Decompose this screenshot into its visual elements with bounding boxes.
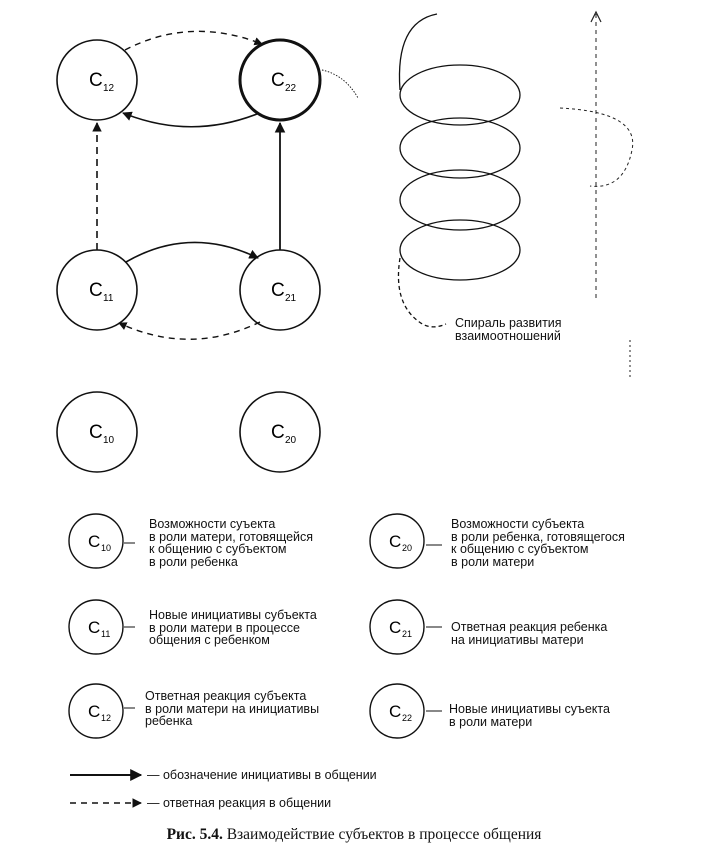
node-c12-sub: 12 [103,83,115,94]
figure-caption: Рис. 5.4. Взаимодействие субъектов в про… [0,826,708,844]
legend-text-c22: Новые инициативы суъекта в роли матери [449,703,610,728]
key-dashed-text: — ответная реакция в общении [147,796,332,810]
legend-node-c22-label: C [389,702,401,721]
legend-c22-line: Новые инициативы суъекта [449,702,610,716]
legend-c20-line: к общению с субъектом [451,542,589,556]
legend-c12-line: в роли матери на инициативы [145,701,320,716]
legend-node-c21-label: C [389,618,401,637]
legend-c22-line: в роли матери [449,714,533,729]
legend-c10-line: к общению с субъектом [149,542,287,556]
legend-node-c12: C 12 [68,683,135,739]
legend-c11-line: Новые инициативы субъекта [149,608,317,622]
spiral-label-line-1: Спираль развития [455,316,562,330]
caption-prefix: Рис. 5.4. [166,826,223,843]
node-c12-label: C [89,70,103,91]
arrow-c22-to-c12-solid [122,111,258,128]
legend-c10-line: Возможности суъекта [149,517,276,531]
spiral-label: Спираль развития взаимоотношений [455,317,562,343]
node-c21-label: C [271,280,285,301]
node-c11-sub: 11 [103,293,114,304]
key-solid-text: — обозначение инициативы в общении [147,768,377,782]
legend-text-c21: Ответная реакция ребенка на инициативы м… [451,621,607,646]
legend-node-c22-sub: 22 [402,713,412,723]
node-c22: C 22 [238,38,322,122]
legend-text-c10: Возможности суъекта в роли матери, готов… [149,518,313,568]
node-c12: C 12 [56,39,138,121]
node-c20: C 20 [239,391,321,473]
legend-node-c20-label: C [389,532,401,551]
node-c11: C 11 [56,249,138,331]
arrow-c12-to-c22-dashed [124,30,263,51]
node-c11-label: C [89,280,103,301]
legend-text-c12: Ответная реакция субъекта в роли матери … [145,690,319,728]
development-spiral [397,13,521,328]
legend-c10-line: в роли матери, готовящейся [149,529,314,544]
legend-c12-line: Ответная реакция субъекта [145,689,307,703]
legend-node-c21-sub: 21 [402,629,412,639]
legend-c21-line: на инициативы матери [451,632,584,647]
spiral-label-line-2: взаимоотношений [455,329,561,343]
node-c10-label: C [89,422,103,443]
caption-text: Взаимодействие субъектов в процессе обще… [226,826,542,843]
legend-node-c20-sub: 20 [402,543,412,553]
legend-node-c10-sub: 10 [101,543,111,553]
legend-node-c10: C 10 [68,513,135,569]
legend-c20-line: в роли матери [451,554,535,569]
arrow-c21-to-c11-dashed [118,321,261,340]
node-c20-label: C [271,422,285,443]
legend-node-c21: C 21 [369,599,442,655]
legend-node-c12-label: C [88,702,100,721]
legend-node-c11: C 11 [68,599,135,655]
arrow-c11-to-c21-solid [125,241,259,263]
spiral-axis [559,10,634,380]
legend-c10-line: в роли ребенка [149,554,238,569]
legend-c20-line: в роли ребенка, готовящегося [451,529,625,544]
node-c10: C 10 [56,391,138,473]
node-c22-sub: 22 [285,83,297,94]
legend-text-c11: Новые инициативы субъекта в роли матери … [149,609,317,647]
legend-node-c10-label: C [88,532,100,551]
legend-node-c11-sub: 11 [101,629,110,639]
legend-c12-line: ребенка [145,714,193,728]
node-c22-label: C [271,70,285,91]
legend-c20-line: Возможности субъекта [451,517,585,531]
legend-node-c11-label: C [88,618,100,637]
legend-c21-line: Ответная реакция ребенка [451,620,608,634]
node-c21-sub: 21 [285,293,297,304]
legend-text-c20: Возможности субъекта в роли ребенка, гот… [451,518,625,568]
node-c10-sub: 10 [103,435,115,446]
node-c20-sub: 20 [285,435,297,446]
legend-node-c20: C 20 [369,513,442,569]
legend-c11-line: в роли матери в процессе [149,620,300,635]
node-c21: C 21 [239,249,321,331]
legend-c11-line: общения с ребенком [149,633,270,647]
scan-mark [321,69,359,99]
legend-node-c12-sub: 12 [101,713,111,723]
legend-node-c22: C 22 [369,683,442,739]
